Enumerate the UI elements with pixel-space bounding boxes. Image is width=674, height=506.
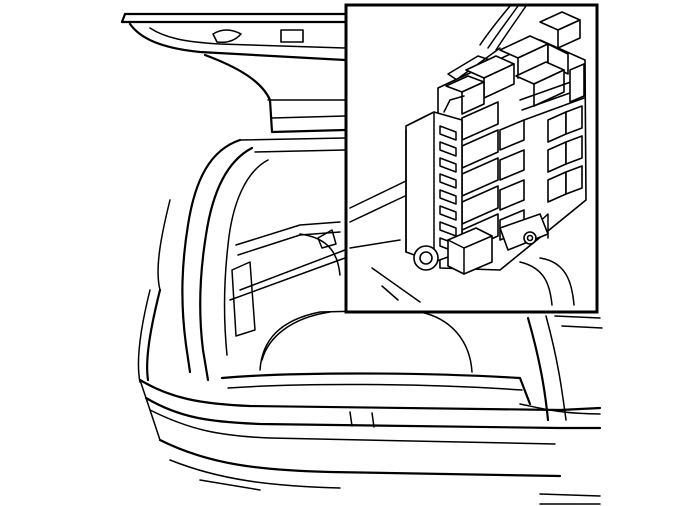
tailgate xyxy=(120,12,347,134)
fuse-box xyxy=(349,5,587,306)
mounting-bolt-left xyxy=(413,245,439,271)
handle xyxy=(212,29,242,44)
badge xyxy=(280,29,304,43)
mounting-bolt-right xyxy=(523,231,537,245)
bumper xyxy=(138,378,602,505)
fuse-row xyxy=(439,125,457,253)
car-body xyxy=(137,137,603,422)
